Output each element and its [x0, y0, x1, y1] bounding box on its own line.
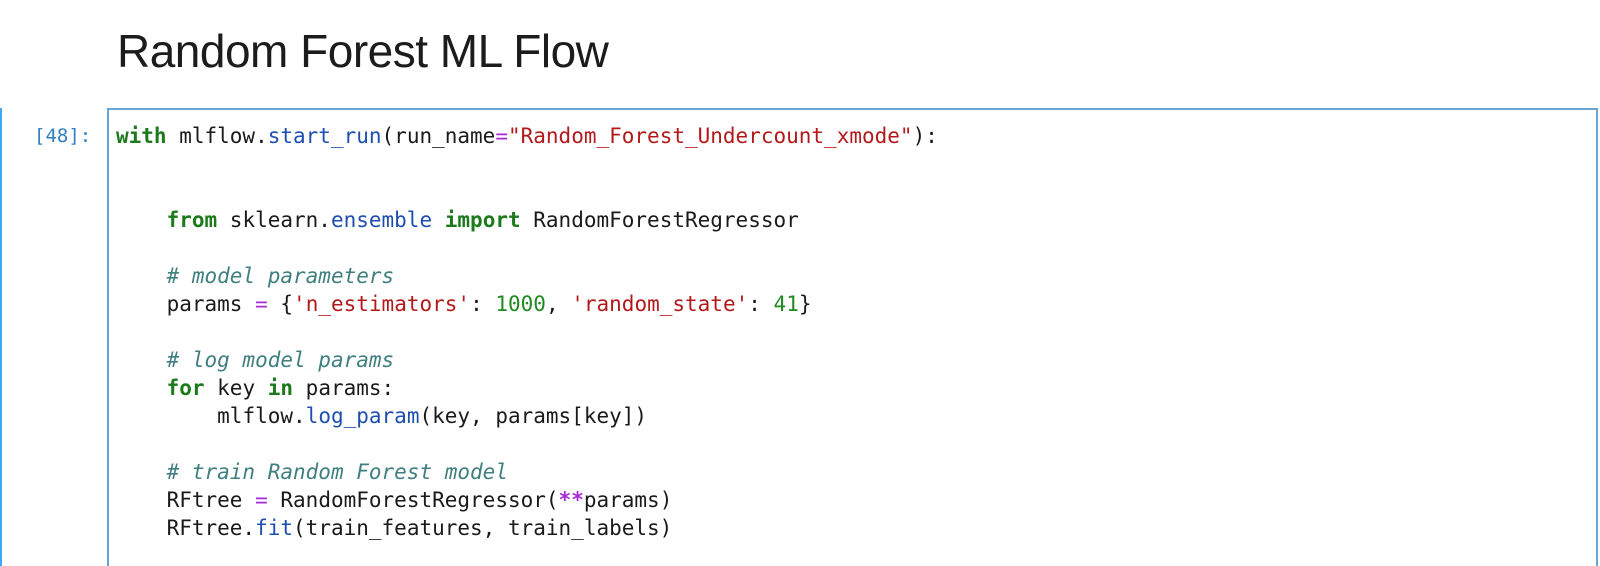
number-41: 41: [773, 292, 799, 316]
indent: [116, 348, 167, 372]
code-line-11: mlflow.log_param(key, params[key]): [116, 402, 938, 430]
string-random-state: 'random_state': [571, 292, 749, 316]
code-text: mlflow.: [217, 404, 306, 428]
code-text: params: [166, 292, 256, 316]
code-text: (train_features, train_labels): [293, 516, 673, 540]
comment-train-model: # train Random Forest model: [166, 460, 508, 484]
keyword-in: in: [267, 376, 294, 400]
operator-assign: =: [255, 488, 268, 512]
indent: [116, 460, 167, 484]
indent: [116, 488, 167, 512]
code-text: [432, 208, 445, 232]
operator-unpack: **: [558, 488, 584, 512]
code-line-7: params = {'n_estimators': 1000, 'random_…: [116, 290, 938, 318]
active-cell-indicator: [0, 108, 2, 566]
code-text: :: [470, 292, 496, 316]
code-text: {: [267, 292, 294, 316]
code-line-13: # train Random Forest model: [116, 458, 938, 486]
code-line-2: [116, 150, 938, 178]
code-content[interactable]: with mlflow.start_run(run_name="Random_F…: [116, 122, 938, 542]
function-fit: fit: [255, 516, 294, 540]
keyword-import: import: [444, 208, 521, 232]
code-line-9: # log model params: [116, 346, 938, 374]
keyword-from: from: [166, 208, 218, 232]
operator-assign: =: [255, 292, 268, 316]
comment-model-parameters: # model parameters: [166, 264, 395, 288]
comment-log-model-params: # log model params: [166, 348, 395, 372]
code-line-10: for key in params:: [116, 374, 938, 402]
function-log-param: log_param: [305, 404, 420, 428]
indent: [116, 376, 167, 400]
code-text: :: [748, 292, 774, 316]
code-text: RandomForestRegressor: [520, 208, 799, 232]
indent: [116, 264, 167, 288]
code-text: mlflow.: [166, 124, 268, 148]
markdown-cell[interactable]: Random Forest ML Flow: [0, 0, 1600, 108]
code-text: key: [204, 376, 268, 400]
code-text: ,: [545, 292, 572, 316]
code-cell[interactable]: [48]: with mlflow.start_run(run_name="Ra…: [0, 108, 1600, 566]
code-text: }: [798, 292, 812, 316]
code-line-6: # model parameters: [116, 262, 938, 290]
code-line-12: [116, 430, 938, 458]
keyword-with: with: [116, 124, 167, 148]
string-run-name: "Random_Forest_Undercount_xmode": [507, 124, 913, 148]
code-text: RFtree: [166, 488, 256, 512]
indent: [116, 292, 167, 316]
code-text: RFtree.: [166, 516, 256, 540]
string-n-estimators: 'n_estimators': [293, 292, 471, 316]
code-line-5: [116, 234, 938, 262]
code-text: sklearn.: [217, 208, 331, 232]
operator-assign: =: [495, 124, 508, 148]
module-ensemble: ensemble: [330, 208, 433, 232]
code-line-14: RFtree = RandomForestRegressor(**params): [116, 486, 938, 514]
code-text: RandomForestRegressor(: [267, 488, 559, 512]
code-line-1: with mlflow.start_run(run_name="Random_F…: [116, 122, 938, 150]
indent: [116, 404, 217, 428]
notebook-heading: Random Forest ML Flow: [117, 25, 609, 77]
code-text: (key, params[key]): [419, 404, 648, 428]
function-start-run: start_run: [267, 124, 382, 148]
code-line-3: [116, 178, 938, 206]
execution-count-prompt: [48]:: [34, 125, 92, 147]
keyword-for: for: [166, 376, 205, 400]
code-line-15: RFtree.fit(train_features, train_labels): [116, 514, 938, 542]
code-text: ):: [912, 124, 938, 148]
code-text: (run_name: [381, 124, 496, 148]
code-text: params): [583, 488, 673, 512]
indent: [116, 516, 167, 540]
code-line-4: from sklearn.ensemble import RandomFores…: [116, 206, 938, 234]
code-text: params:: [293, 376, 395, 400]
code-editor[interactable]: with mlflow.start_run(run_name="Random_F…: [107, 108, 1598, 566]
code-line-8: [116, 318, 938, 346]
number-1000: 1000: [495, 292, 546, 316]
indent: [116, 208, 167, 232]
